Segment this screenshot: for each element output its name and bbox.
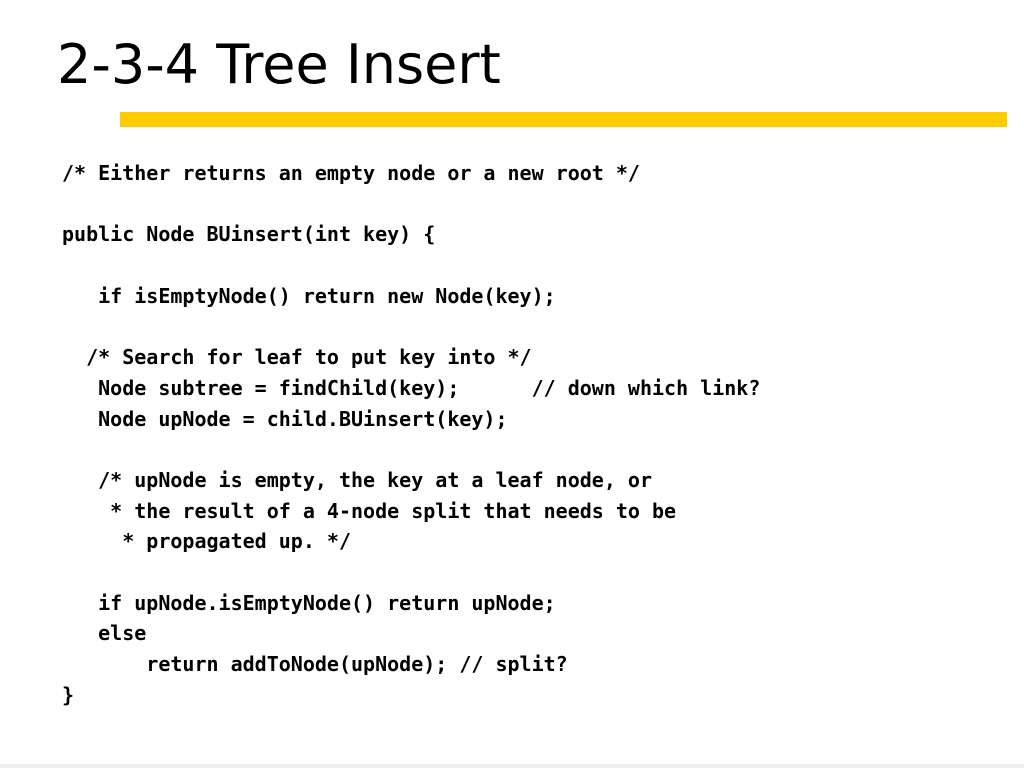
code-line: * propagated up. */ bbox=[62, 529, 351, 554]
code-line: } bbox=[62, 682, 75, 707]
code-line: Node subtree = findChild(key); // down w… bbox=[62, 375, 761, 400]
code-line bbox=[62, 250, 760, 281]
code-line: * the result of a 4-node split that need… bbox=[62, 498, 677, 523]
code-line bbox=[62, 557, 760, 588]
title-accent-bar bbox=[120, 112, 1007, 127]
code-line: /* Search for leaf to put key into */ bbox=[62, 345, 532, 370]
slide-title: 2-3-4 Tree Insert bbox=[57, 33, 501, 96]
code-line: if upNode.isEmptyNode() return upNode; bbox=[62, 590, 556, 615]
code-line bbox=[62, 434, 760, 465]
code-line: Node upNode = child.BUinsert(key); bbox=[62, 406, 508, 431]
code-block: /* Either returns an empty node or a new… bbox=[62, 158, 760, 710]
code-line bbox=[62, 311, 760, 342]
code-line: public Node BUinsert(int key) { bbox=[62, 222, 436, 247]
code-line: if isEmptyNode() return new Node(key); bbox=[62, 283, 556, 308]
code-line: return addToNode(upNode); // split? bbox=[62, 652, 568, 676]
footer-rule bbox=[0, 764, 1024, 768]
code-line: /* upNode is empty, the key at a leaf no… bbox=[62, 467, 653, 492]
code-line: else bbox=[62, 621, 147, 646]
code-line bbox=[62, 189, 760, 220]
code-line: /* Either returns an empty node or a new… bbox=[62, 161, 640, 185]
